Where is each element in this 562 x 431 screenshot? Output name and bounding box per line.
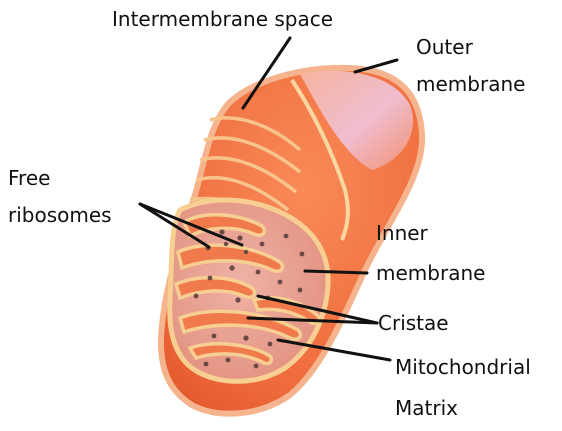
label-intermembrane-space: Intermembrane space bbox=[112, 9, 333, 29]
label-inner-membrane-line2: membrane bbox=[376, 263, 485, 283]
label-matrix-line2: Matrix bbox=[395, 398, 458, 418]
label-inner-membrane-line1: Inner bbox=[376, 223, 428, 243]
label-free-ribosomes-line2: ribosomes bbox=[8, 205, 112, 225]
leader-inner-membrane bbox=[305, 271, 367, 273]
label-cristae: Cristae bbox=[378, 313, 449, 333]
label-outer-membrane-line1: Outer bbox=[416, 37, 473, 57]
label-matrix-line1: Mitochondrial bbox=[395, 357, 531, 377]
label-outer-membrane-line2: membrane bbox=[416, 74, 525, 94]
label-free-ribosomes-line1: Free bbox=[8, 168, 50, 188]
